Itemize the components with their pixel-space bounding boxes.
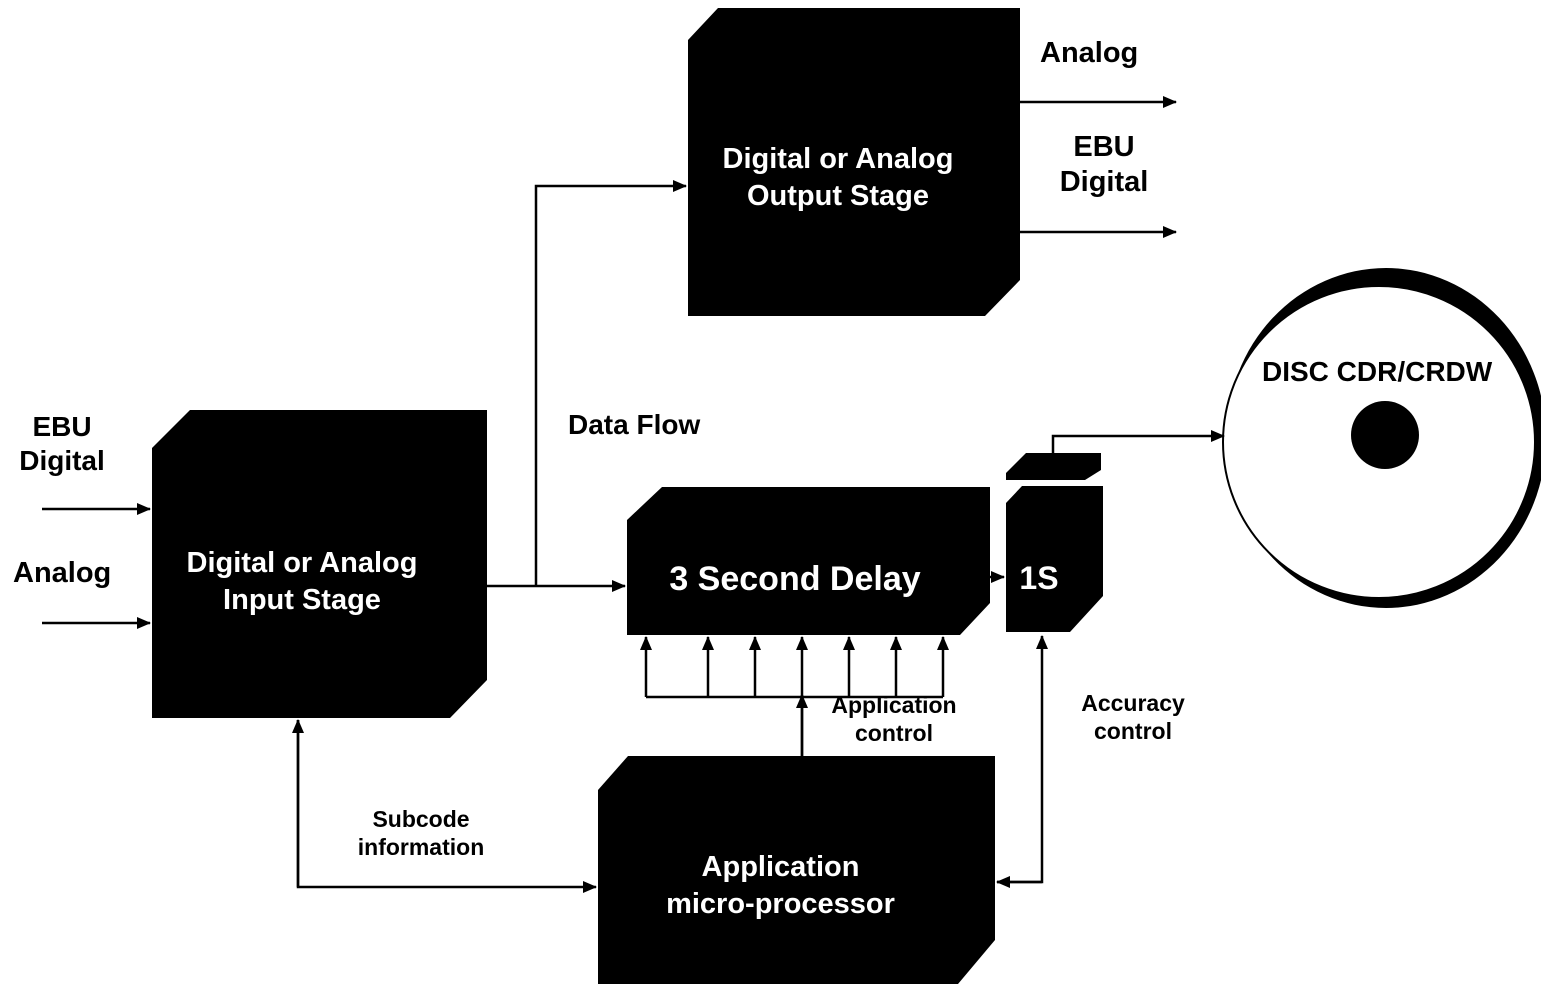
analog-input-label: Analog	[13, 557, 112, 589]
application-control-line1: Application	[831, 692, 957, 718]
subcode-line	[296, 720, 597, 893]
input-stage-label: Digital or Analog Input Stage	[152, 545, 452, 619]
ebu-output-label: EBU Digital	[1044, 130, 1164, 200]
output-stage-line1: Digital or Analog	[722, 143, 954, 175]
data-flow-label: Data Flow	[568, 409, 701, 440]
processor-label: Application micro-processor	[598, 849, 963, 923]
accuracy-control-label: Accuracy control	[1063, 690, 1203, 745]
application-control-label: Application control	[812, 692, 976, 747]
subcode-line2: information	[357, 833, 485, 860]
delay-block	[627, 487, 990, 635]
analog-output-label: Analog	[1040, 37, 1139, 69]
input-stage-block	[152, 410, 487, 718]
accuracy-control-line	[997, 635, 1048, 884]
input-stage-line2: Input Stage	[223, 584, 381, 617]
output-stage-block	[688, 8, 1020, 316]
output-stage-label: Digital or Analog Output Stage	[688, 141, 988, 215]
buffer-to-disc-arrow	[1051, 430, 1225, 453]
input-stage-line1: Digital or Analog	[186, 547, 418, 579]
ebu-output-line1: EBU	[1073, 131, 1135, 163]
subcode-line1: Subcode	[372, 806, 470, 832]
disc-label: DISC CDR/CRDW	[1262, 356, 1493, 387]
buffer-label: 1S	[1019, 560, 1059, 596]
output-stage-line2: Output Stage	[746, 180, 930, 213]
output-branch-arrow	[534, 180, 687, 586]
ebu-input-label: EBU Digital	[0, 410, 124, 477]
processor-line2: micro-processor	[666, 888, 895, 921]
delay-label: 3 Second Delay	[669, 560, 921, 598]
accuracy-control-line1: Accuracy	[1081, 690, 1185, 716]
processor-block	[598, 756, 995, 984]
buffer-block	[1006, 453, 1103, 632]
ebu-input-line2: Digital	[19, 444, 105, 476]
processor-line1: Application	[701, 851, 860, 883]
subcode-label: Subcode information	[340, 806, 502, 861]
accuracy-control-line2: control	[1094, 717, 1172, 744]
ebu-output-line2: Digital	[1059, 165, 1149, 198]
application-control-line2: control	[855, 719, 933, 746]
disc-icon	[1222, 268, 1541, 608]
ebu-input-line1: EBU	[32, 411, 92, 442]
